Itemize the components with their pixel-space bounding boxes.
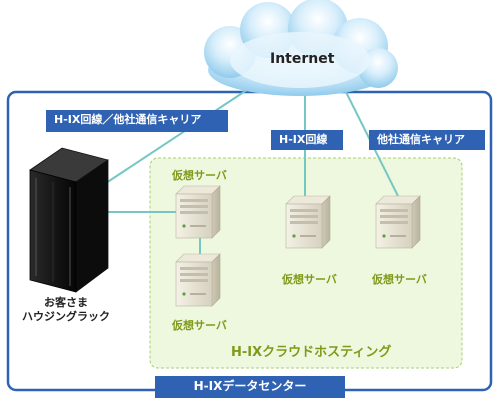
- tower-server-icon: [375, 195, 421, 249]
- virtual-server-label: 仮想サーバ: [172, 319, 227, 332]
- cloud-hosting-label: H-IXクラウドホスティング: [231, 345, 392, 360]
- virtual-server-label: 仮想サーバ: [282, 273, 337, 286]
- server-rack-icon: [29, 147, 109, 293]
- rack-internet-line: [99, 79, 263, 188]
- hix-line-tag: H-IX回線: [271, 130, 343, 150]
- tower-server-icon: [285, 195, 331, 249]
- virtual-server-label: 仮想サーバ: [372, 273, 427, 286]
- rack-label-line1: お客さま: [44, 296, 88, 309]
- other-carrier-tag: 他社通信キャリア: [369, 130, 485, 150]
- rack-label-line2: ハウジングラック: [22, 310, 110, 323]
- tower-server-icon: [175, 185, 221, 239]
- datacenter-tag: H-IXデータセンター: [155, 376, 345, 398]
- internet-cloud-icon: [204, 0, 398, 96]
- customer-rack-label: お客さま ハウジングラック: [16, 296, 116, 324]
- tower-server-icon: [175, 253, 221, 307]
- line-carrier-tag: H-IX回線／他社通信キャリア: [46, 110, 228, 132]
- internet-label: Internet: [270, 51, 335, 67]
- virtual-server-label: 仮想サーバ: [172, 169, 227, 182]
